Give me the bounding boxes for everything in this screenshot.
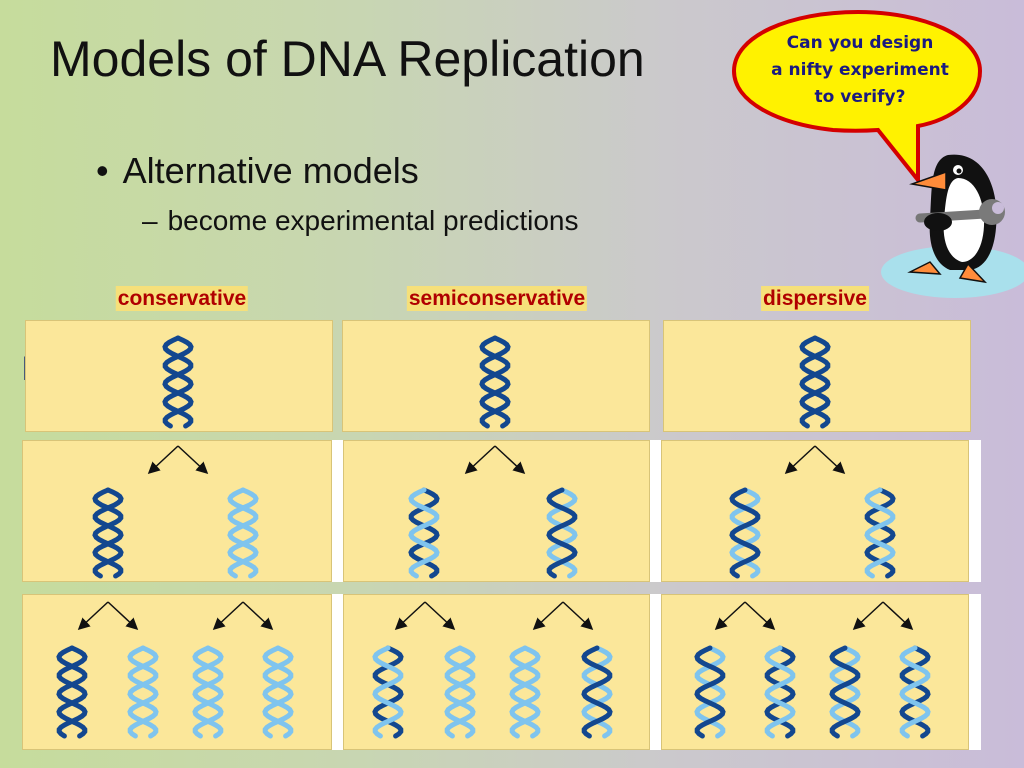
subbullet-text: become experimental predictions	[167, 205, 579, 236]
column-header-semiconservative: semiconservative	[406, 286, 588, 311]
arrow-icon	[424, 601, 456, 631]
helix-strand	[694, 645, 726, 739]
arrow-icon	[394, 601, 426, 631]
panel-dispersive-1	[661, 440, 969, 582]
arrow-icon	[784, 445, 816, 475]
arrow-icon	[814, 445, 846, 475]
slide-title: Models of DNA Replication	[50, 31, 645, 87]
bubble-text: Can you design a nifty experiment to ver…	[746, 30, 974, 111]
helix-strand	[227, 487, 259, 579]
arrow-icon	[714, 601, 746, 631]
helix-strand	[127, 645, 159, 739]
arrow-icon	[147, 445, 179, 475]
arrow-icon	[882, 601, 914, 631]
helix-strand	[162, 335, 194, 429]
helix-strand	[479, 335, 511, 429]
helix-strand	[546, 487, 578, 579]
arrow-icon	[177, 445, 209, 475]
bubble-line-1: Can you design	[786, 33, 934, 53]
helix-strand	[56, 645, 88, 739]
bubble-line-3: to verify?	[814, 87, 906, 107]
helix-strand	[829, 645, 861, 739]
bubble-line-2: a nifty experiment	[771, 60, 949, 80]
bullet-alternative-models: •Alternative models	[96, 150, 419, 191]
helix-strand	[764, 645, 796, 739]
speech-bubble: Can you design a nifty experiment to ver…	[728, 8, 988, 188]
helix-strand	[864, 487, 896, 579]
helix-strand	[729, 487, 761, 579]
subbullet-predictions: –become experimental predictions	[142, 205, 579, 236]
helix-strand	[581, 645, 613, 739]
arrow-icon	[464, 445, 496, 475]
arrow-icon	[242, 601, 274, 631]
helix-strand	[408, 487, 440, 579]
column-header-dispersive: dispersive	[761, 286, 869, 311]
arrow-icon	[494, 445, 526, 475]
arrow-icon	[532, 601, 564, 631]
panel-conservative-1	[22, 440, 332, 582]
arrow-icon	[744, 601, 776, 631]
helix-strand	[444, 645, 476, 739]
arrow-icon	[77, 601, 109, 631]
helix-strand	[192, 645, 224, 739]
arrow-icon	[107, 601, 139, 631]
helix-strand	[509, 645, 541, 739]
helix-strand	[262, 645, 294, 739]
panel-semiconservative-1	[343, 440, 650, 582]
helix-strand	[899, 645, 931, 739]
helix-strand	[799, 335, 831, 429]
helix-strand	[372, 645, 404, 739]
bullet-text: Alternative models	[122, 150, 419, 191]
column-header-conservative: conservative	[115, 286, 249, 311]
helix-strand	[92, 487, 124, 579]
arrow-icon	[852, 601, 884, 631]
arrow-icon	[562, 601, 594, 631]
speech-bubble-shape	[731, 9, 983, 186]
arrow-icon	[212, 601, 244, 631]
